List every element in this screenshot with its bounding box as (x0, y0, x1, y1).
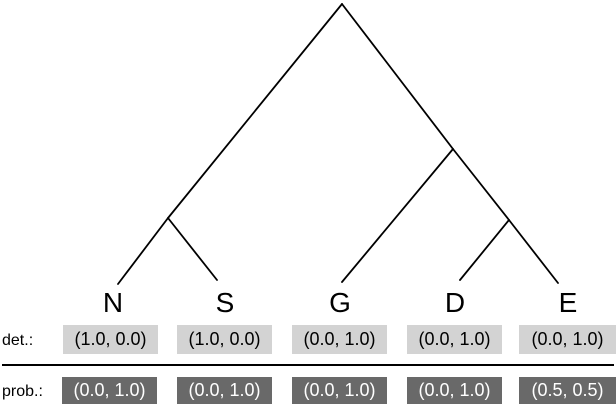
prob-value-s: (0.0, 1.0) (177, 377, 272, 404)
prob-value-d: (0.0, 1.0) (407, 377, 502, 404)
det-value-e: (0.0, 1.0) (519, 325, 616, 354)
edge-root-to-node-ns (167, 3, 343, 219)
leaf-label-g: G (329, 287, 351, 318)
row-separator-line (2, 364, 614, 366)
det-value-g: (0.0, 1.0) (292, 325, 387, 354)
det-value-d: (0.0, 1.0) (407, 325, 502, 354)
prob-value-e: (0.5, 0.5) (519, 377, 616, 404)
edge-node-gde-to-node-de (452, 148, 510, 221)
edge-node-de-to-leaf-e (508, 219, 559, 284)
prob-row-label: prob.: (2, 383, 43, 400)
leaf-label-n: N (102, 287, 124, 318)
leaf-label-e: E (558, 287, 578, 318)
edge-node-de-to-leaf-d (459, 219, 510, 281)
edge-root-to-node-gde (341, 3, 454, 150)
edge-node-gde-to-leaf-g (341, 148, 454, 283)
edge-node-ns-to-leaf-s (167, 217, 218, 281)
leaf-label-d: D (444, 287, 466, 318)
prob-value-g: (0.0, 1.0) (292, 377, 387, 404)
edge-node-ns-to-leaf-n (117, 217, 169, 285)
prob-value-n: (0.0, 1.0) (62, 377, 157, 404)
det-value-s: (1.0, 0.0) (177, 325, 272, 354)
det-value-n: (1.0, 0.0) (63, 325, 158, 354)
det-row-label: det.: (2, 332, 34, 349)
leaf-label-s: S (215, 287, 235, 318)
